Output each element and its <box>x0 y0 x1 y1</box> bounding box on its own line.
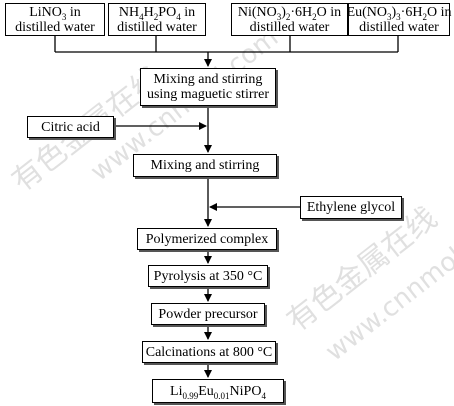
step-citric-acid: Citric acid <box>27 116 114 138</box>
step-pyrolysis: Pyrolysis at 350 °C <box>148 265 268 287</box>
step-ethylene-glycol: Ethylene glycol <box>300 196 402 219</box>
step-product: Li0.99Eu0.01NiPO4 <box>152 379 284 403</box>
step-calcination: Calcinations at 800 °C <box>142 341 276 363</box>
step-mixing-magnetic: Mixing and stirring using maguetic stirr… <box>140 68 276 106</box>
step-mixing: Mixing and stirring <box>133 154 277 177</box>
input-box-nh4h2po4: NH4H2PO4 in distilled water <box>108 3 206 36</box>
input-box-ni-nitrate: Ni(NO3)2·6H2O in distilled water <box>231 3 348 36</box>
input-box-lino3: LiNO3 in distilled water <box>5 3 105 36</box>
step-polymerized-complex: Polymerized complex <box>137 228 277 250</box>
input-box-eu-nitrate: Eu(NO3)3·6H2O in distilled water <box>346 3 452 36</box>
step-powder-precursor: Powder precursor <box>151 303 265 325</box>
